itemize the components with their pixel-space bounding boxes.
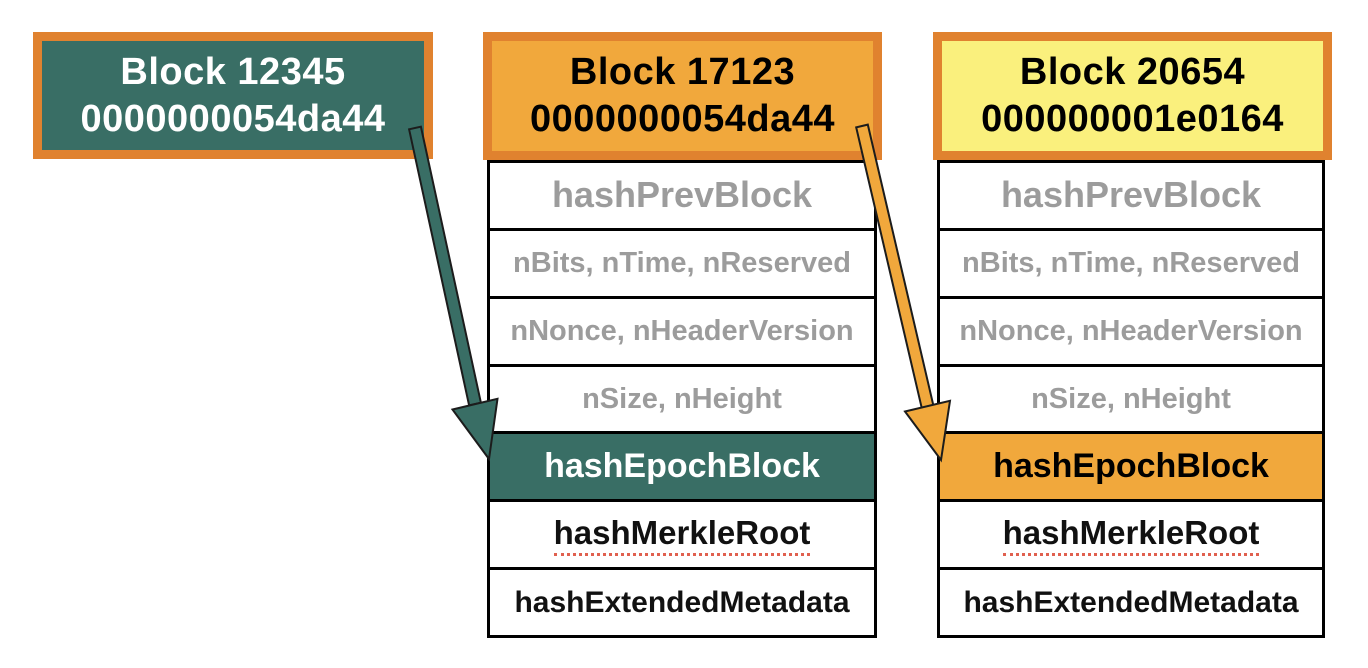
block-card-17123: Block 17123 0000000054da44 bbox=[483, 32, 882, 160]
row-hashEpochBlock-highlight-teal: hashEpochBlock bbox=[490, 431, 874, 500]
row-hashMerkleRoot: hashMerkleRoot bbox=[490, 499, 874, 568]
row-hashExtendedMetadata: hashExtendedMetadata bbox=[490, 567, 874, 636]
hashMerkleRoot-label: hashMerkleRoot bbox=[553, 514, 811, 556]
row-hashPrevBlock: hashPrevBlock bbox=[940, 163, 1322, 228]
row-nNonce-nHeaderVersion: nNonce, nHeaderVersion bbox=[940, 295, 1322, 364]
block-card-20654: Block 20654 000000001e0164 bbox=[933, 32, 1332, 160]
block-17123-hash: 0000000054da44 bbox=[530, 98, 835, 140]
row-nBits-nTime-nReserved: nBits, nTime, nReserved bbox=[490, 227, 874, 296]
block-card-12345: Block 12345 0000000054da44 bbox=[33, 32, 433, 159]
row-hashExtendedMetadata: hashExtendedMetadata bbox=[940, 567, 1322, 636]
row-nSize-nHeight: nSize, nHeight bbox=[940, 363, 1322, 432]
block-20654-title: Block 20654 bbox=[1019, 51, 1246, 93]
row-nNonce-nHeaderVersion: nNonce, nHeaderVersion bbox=[490, 295, 874, 364]
row-hashMerkleRoot: hashMerkleRoot bbox=[940, 499, 1322, 568]
block-17123-title: Block 17123 bbox=[569, 51, 796, 93]
block-12345-title: Block 12345 bbox=[120, 50, 346, 93]
block-17123-fields: hashPrevBlock nBits, nTime, nReserved nN… bbox=[487, 160, 877, 638]
row-hashPrevBlock: hashPrevBlock bbox=[490, 163, 874, 228]
block-12345-hash: 0000000054da44 bbox=[80, 97, 386, 140]
hashMerkleRoot-label: hashMerkleRoot bbox=[1002, 514, 1260, 556]
block-20654-hash: 000000001e0164 bbox=[981, 98, 1284, 140]
epoch-arrow-teal-icon bbox=[407, 125, 499, 462]
row-hashEpochBlock-highlight-orange: hashEpochBlock bbox=[940, 431, 1322, 500]
row-nSize-nHeight: nSize, nHeight bbox=[490, 363, 874, 432]
block-20654-fields: hashPrevBlock nBits, nTime, nReserved nN… bbox=[937, 160, 1325, 638]
row-nBits-nTime-nReserved: nBits, nTime, nReserved bbox=[940, 227, 1322, 296]
